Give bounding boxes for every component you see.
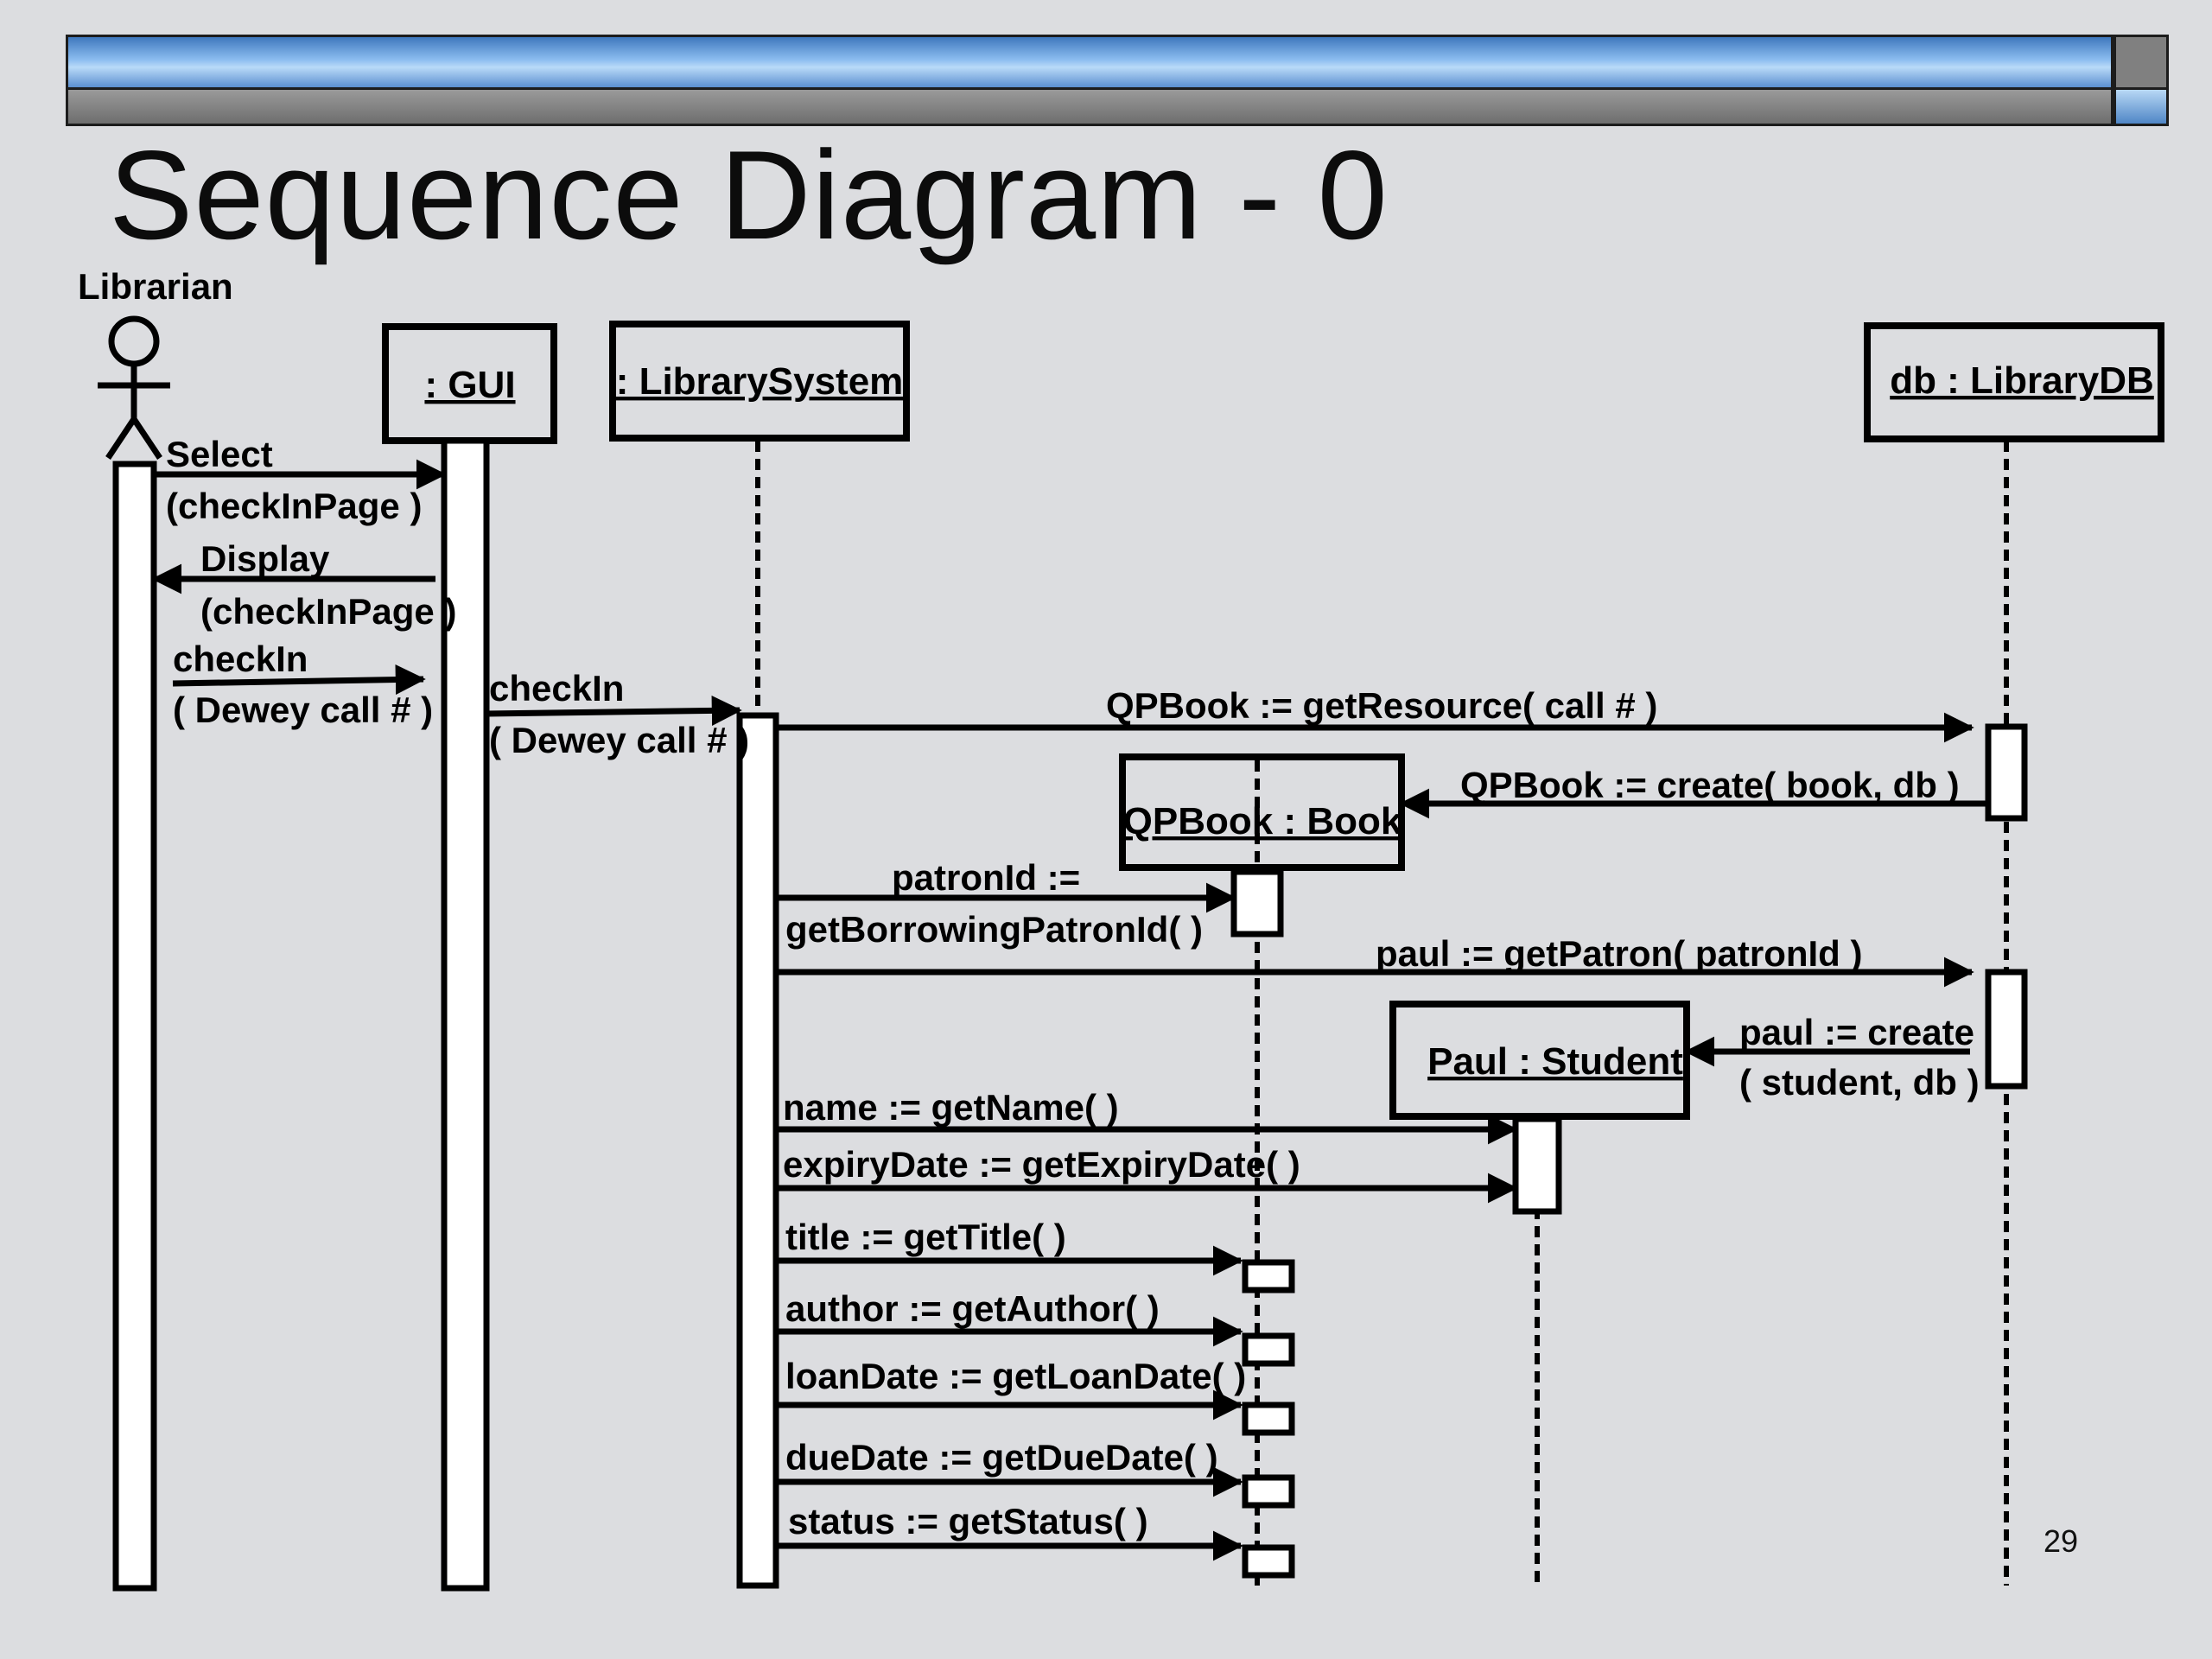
msg-display-args: (checkInPage )	[200, 591, 456, 632]
gui-activation-bar	[441, 437, 490, 1592]
object-student-label: Paul : Student	[1427, 1040, 1683, 1083]
book-activation-status	[1242, 1544, 1295, 1579]
object-gui-label: : GUI	[424, 364, 515, 406]
msg-get-borrowing-patron-id: getBorrowingPatronId( )	[785, 909, 1203, 950]
arrow-checkin-system	[486, 695, 742, 726]
db-activation-1	[1985, 723, 2028, 822]
object-student: Paul : Student	[1389, 1001, 1690, 1120]
msg-checkin-system-args: ( Dewey call # )	[489, 720, 749, 760]
msg-get-resource: QPBook := getResource( call # )	[1106, 685, 1657, 726]
header-bar	[66, 35, 2169, 128]
object-library-db: db : LibraryDB	[1864, 322, 2164, 442]
object-library-system: : LibrarySystem	[609, 321, 910, 442]
stick-figure-icon	[98, 315, 170, 460]
msg-get-loan-date: loanDate := getLoanDate( )	[785, 1356, 1246, 1396]
header-corner-gray	[2113, 35, 2169, 90]
msg-get-name: name := getName( )	[783, 1087, 1119, 1128]
object-book-label: QPBook : Book	[1123, 800, 1402, 842]
header-bar-gray	[66, 90, 2113, 126]
book-activation-due-date	[1242, 1474, 1295, 1509]
msg-select-args: (checkInPage )	[166, 486, 422, 526]
msg-create-book: QPBook := create( book, db )	[1460, 765, 1960, 805]
msg-get-due-date: dueDate := getDueDate( )	[785, 1437, 1218, 1478]
msg-get-patron: paul := getPatron( patronId )	[1376, 933, 1863, 974]
book-activation-loan-date	[1242, 1402, 1295, 1436]
actor-label: Librarian	[78, 266, 233, 307]
header-bar-blue	[66, 35, 2113, 90]
object-library-system-label: : LibrarySystem	[616, 360, 904, 403]
arrow-checkin-gui	[172, 664, 426, 696]
book-activation-author	[1242, 1332, 1295, 1367]
msg-get-expiry-date: expiryDate := getExpiryDate( )	[783, 1144, 1300, 1185]
msg-create-student-args: ( student, db )	[1739, 1062, 1980, 1103]
msg-select-label: Select	[166, 434, 273, 474]
msg-checkin-gui-args: ( Dewey call # )	[173, 690, 433, 730]
book-activation-patron	[1230, 868, 1284, 938]
library-system-activation-bar	[736, 712, 779, 1589]
header-corner-blue	[2113, 90, 2169, 126]
slide-title: Sequence Diagram - 0	[109, 124, 1389, 265]
object-book: QPBook : Book	[1119, 753, 1405, 871]
msg-get-status: status := getStatus( )	[788, 1501, 1148, 1541]
msg-checkin-gui-label: checkIn	[173, 639, 308, 679]
student-activation-bar	[1512, 1116, 1562, 1215]
msg-get-author: author := getAuthor( )	[785, 1288, 1160, 1329]
msg-display-label: Display	[200, 538, 330, 579]
msg-patron-id: patronId :=	[892, 857, 1080, 898]
book-activation-title	[1242, 1259, 1295, 1294]
msg-get-title: title := getTitle( )	[785, 1217, 1066, 1257]
msg-create-student: paul := create	[1739, 1012, 1974, 1052]
object-library-db-label: db : LibraryDB	[1890, 359, 2154, 402]
object-gui: : GUI	[382, 323, 557, 444]
actor-activation-bar	[112, 461, 157, 1592]
db-activation-2	[1985, 969, 2028, 1090]
page-number: 29	[2044, 1523, 2079, 1559]
msg-checkin-system-label: checkIn	[489, 668, 624, 709]
